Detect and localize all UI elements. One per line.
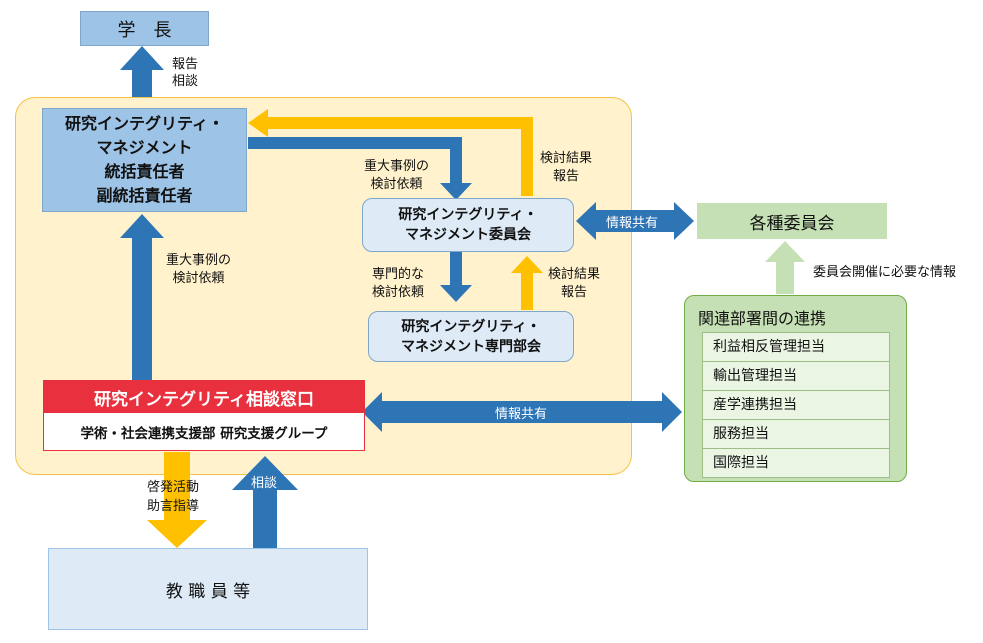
manager-line1: 研究インテグリティ・ [64, 114, 225, 133]
arrow-window-to-staff [147, 452, 207, 548]
related-depts-box: 関連部署間の連携 利益相反管理担当 輸出管理担当 産学連携担当 服務担当 国際担… [684, 295, 907, 482]
info-share-top-label: 情報共有 [606, 216, 659, 231]
consult-label: 相談 [251, 476, 278, 491]
info-needed-label: 委員会開催に必要な情報 [813, 265, 957, 280]
enlighten-label: 啓発活動 助言指導 [147, 480, 200, 514]
arrow-committee-to-manager [248, 109, 533, 196]
request-expert-label: 専門的な 検討依頼 [372, 267, 425, 300]
consult-window-subtitle-area: 学術・社会連携支援部 研究支援グループ [44, 413, 364, 450]
list-item: 産学連携担当 [703, 391, 889, 420]
arrow-window-related-depts [362, 392, 682, 432]
list-item: 輸出管理担当 [703, 362, 889, 391]
arrow-committee-other-committees [576, 202, 694, 240]
consult-window-title: 研究インテグリティ相談窓口 [94, 389, 314, 410]
arrow-manager-to-committee [248, 137, 472, 200]
arrow-manager-to-president [120, 46, 164, 97]
info-share-bottom-label: 情報共有 [495, 407, 548, 422]
report-consult-label: 報告 相談 [172, 57, 199, 89]
request-major-top-label: 重大事例の 検討依頼 [364, 159, 430, 192]
integrity-committee-box: 研究インテグリティ・ マネジメント委員会 [362, 198, 574, 252]
consult-window-subtitle: 学術・社会連携支援部 研究支援グループ [80, 425, 328, 442]
request-major-left-label: 重大事例の 検討依頼 [166, 253, 232, 286]
arrow-depts-to-other-committees [765, 241, 805, 294]
staff-box: 教 職 員 等 [48, 548, 368, 630]
manager-line4: 副統括責任者 [96, 186, 193, 205]
arrow-subcommittee-to-committee [511, 256, 543, 310]
arrow-committee-to-subcommittee [440, 252, 472, 302]
list-item: 利益相反管理担当 [703, 333, 889, 362]
consult-window-box: 研究インテグリティ相談窓口 学術・社会連携支援部 研究支援グループ [43, 380, 365, 451]
list-item: 服務担当 [703, 420, 889, 449]
related-depts-list: 利益相反管理担当 輸出管理担当 産学連携担当 服務担当 国際担当 [702, 332, 890, 478]
integrity-manager-box: 研究インテグリティ・ マネジメント 統括責任者 副統括責任者 [42, 108, 247, 212]
staff-label: 教 職 員 等 [165, 581, 251, 602]
president-label: 学 長 [117, 19, 172, 41]
expert-subcommittee-box: 研究インテグリティ・ マネジメント専門部会 [368, 311, 574, 362]
president-box: 学 長 [80, 11, 209, 46]
result-report-top-label: 検討結果 報告 [540, 151, 593, 184]
arrow-staff-to-window [232, 456, 298, 548]
arrow-window-to-manager [120, 214, 164, 380]
manager-line2: マネジメント [96, 138, 193, 157]
related-depts-title: 関連部署間の連携 [698, 309, 827, 328]
other-committees-box: 各種委員会 [697, 203, 887, 239]
list-item: 国際担当 [713, 455, 769, 471]
result-report-bottom-label: 検討結果 報告 [548, 267, 601, 300]
manager-line3: 統括責任者 [104, 162, 185, 181]
consult-window-title-bar: 研究インテグリティ相談窓口 [44, 381, 364, 413]
